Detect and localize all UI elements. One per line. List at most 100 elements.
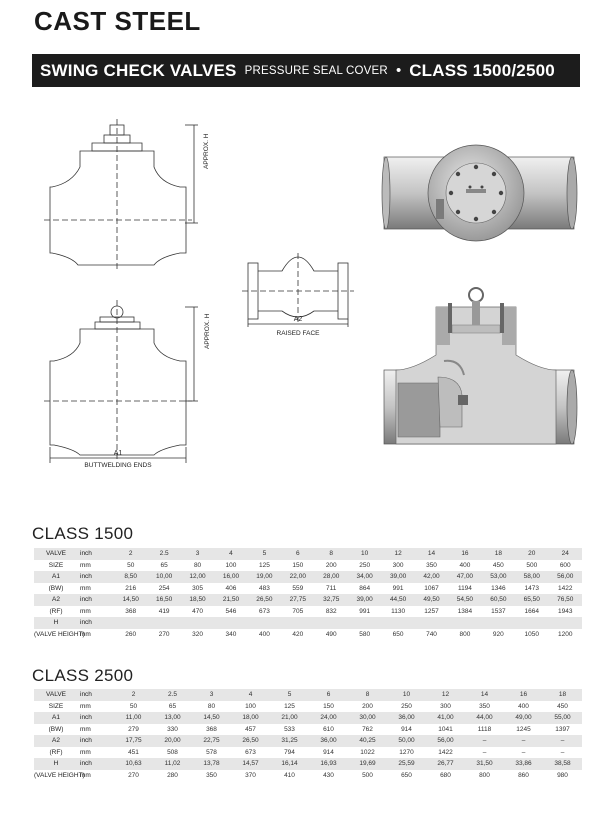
table-cell: 250 [401, 702, 412, 710]
row-label: (BW) [48, 584, 64, 592]
table-cell: 16,00 [214, 571, 248, 583]
table-cell: 65 [160, 561, 168, 569]
banner-main: SWING CHECK VALVES [40, 60, 237, 80]
table-cell: 1270 [399, 748, 414, 756]
table-cell: 125 [284, 702, 295, 710]
table-cell [180, 617, 215, 629]
table-cell: 12 [381, 548, 415, 560]
table-cell: 20 [515, 548, 549, 560]
table-cell [414, 617, 449, 629]
table-cell: – [560, 748, 565, 756]
table-cell: 330 [167, 725, 178, 733]
table-cell: 490 [325, 630, 337, 638]
row-label: (RF) [49, 607, 63, 615]
valve-render-cutaway [383, 287, 578, 445]
table-cell: 1050 [524, 630, 539, 638]
table-cell: – [543, 735, 582, 747]
table-cell: 58,00 [515, 571, 549, 583]
table-cell: 860 [518, 771, 529, 779]
table-cell: 44,50 [381, 594, 415, 606]
table-cell: 12 [426, 689, 465, 701]
table-cell: 800 [479, 771, 490, 779]
banner-class: CLASS 1500/2500 [409, 60, 555, 80]
row-label: (VALVE HEIGHT) [34, 630, 85, 638]
table-cell: 36,00 [309, 735, 348, 747]
table-cell: 1346 [491, 584, 506, 592]
table-cell: 368 [125, 607, 137, 615]
table-cell: 13,78 [192, 758, 231, 770]
table-cell: 254 [158, 584, 170, 592]
table-cell: 578 [206, 748, 217, 756]
row-unit: mm [80, 702, 91, 710]
approx-h-label-top: APPROX. H [203, 133, 210, 169]
table-cell [214, 617, 248, 629]
raised-face-label: RAISED FACE [277, 330, 321, 337]
table-cell: 711 [326, 584, 337, 592]
header-banner: SWING CHECK VALVES PRESSURE SEAL COVER •… [32, 54, 580, 87]
table-cell: 5 [247, 548, 282, 560]
table-cell: 450 [557, 702, 568, 710]
technical-drawings: APPROX. H APPROX. H A2 RAISED FACE A1 BU… [44, 119, 578, 469]
table-cell: 80 [193, 561, 202, 569]
table-cell: 1130 [391, 607, 406, 615]
table-cell: 8 [348, 689, 387, 701]
table-cell: 1664 [524, 607, 539, 615]
table-cell [247, 617, 282, 629]
table-cell: 1245 [516, 725, 531, 733]
table-cell: 420 [292, 630, 304, 638]
table-cell: 100 [225, 561, 237, 569]
table-cell: 1943 [558, 607, 573, 615]
table-cell: 457 [245, 725, 256, 733]
table-cell: 794 [284, 748, 295, 756]
table-cell: 1257 [424, 607, 439, 615]
table-cell: 100 [245, 702, 256, 710]
table-cell: 650 [392, 630, 404, 638]
table-cell: 14 [414, 548, 449, 560]
table-cell [515, 617, 549, 629]
table-cell: 36,00 [387, 712, 426, 724]
table-cell: 26,77 [426, 758, 465, 770]
table-cell: 6 [281, 548, 315, 560]
table-cell: 300 [440, 702, 451, 710]
table-cell: 673 [258, 607, 270, 615]
row-unit: mm [80, 771, 91, 779]
row-label: SIZE [48, 702, 64, 710]
table-cell: 400 [258, 630, 270, 638]
table-cell: 30,00 [348, 712, 387, 724]
table-cell: 508 [167, 748, 178, 756]
table-cell: 60,50 [481, 594, 516, 606]
table-cell: 1384 [457, 607, 473, 615]
table-cell: 76,50 [548, 594, 582, 606]
table-cell: 1422 [438, 748, 453, 756]
page-title: CAST STEEL [34, 6, 201, 36]
table-cell: 350 [426, 561, 437, 569]
table-cell: 1537 [491, 607, 506, 615]
table-cell: 650 [401, 771, 412, 779]
table-cell: 2 [114, 548, 148, 560]
table-cell: 80 [207, 702, 216, 710]
table-cell: 14 [465, 689, 504, 701]
table-cell: 31,25 [270, 735, 309, 747]
table-cell: 500 [526, 561, 538, 569]
table-cell: 39,00 [347, 594, 382, 606]
table-cell: 24,00 [309, 712, 348, 724]
row-unit: inch [78, 571, 114, 583]
row-unit: mm [80, 561, 91, 569]
table-cell: 17,75 [114, 735, 153, 747]
table-cell: 864 [359, 584, 371, 592]
table-cell: 8 [314, 548, 348, 560]
table-cell: 4 [214, 548, 248, 560]
a2-label: A2 [294, 316, 303, 323]
table-cell: 18 [543, 689, 582, 701]
table-cell: 1022 [360, 748, 375, 756]
class-2500-title: CLASS 2500 [32, 666, 134, 685]
table-cell: 31,50 [465, 758, 504, 770]
table-cell: 2.5 [153, 689, 192, 701]
table-cell: 350 [206, 771, 217, 779]
table-cell: 44,00 [465, 712, 504, 724]
table-cell: 350 [479, 702, 490, 710]
